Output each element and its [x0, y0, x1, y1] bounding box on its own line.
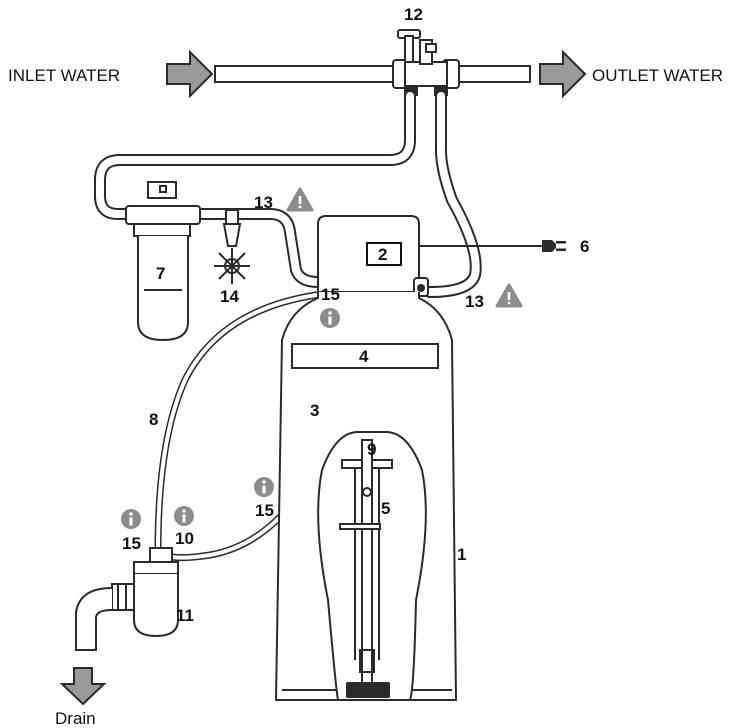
sampling-tap — [214, 209, 250, 284]
callout-2: 2 — [378, 245, 387, 264]
callout-13-upper: 13 — [254, 193, 273, 212]
inlet-arrow-icon — [166, 49, 214, 99]
callout-8: 8 — [149, 410, 158, 429]
callout-1: 1 — [457, 545, 466, 564]
info-icon — [320, 308, 340, 328]
warning-icon — [495, 283, 523, 308]
inlet-hose — [94, 90, 416, 220]
outlet-arrow-icon — [539, 49, 587, 99]
callout-2-box — [366, 242, 402, 266]
warning-icon — [286, 187, 314, 212]
bypass-valve — [392, 29, 460, 96]
drain-trap — [75, 547, 179, 651]
callout-6: 6 — [580, 237, 589, 256]
callout-15-left: 15 — [122, 534, 141, 553]
power-cord — [419, 240, 566, 252]
brine-well — [339, 439, 393, 698]
outlet-label: OUTLET WATER — [592, 66, 723, 85]
callout-15-top: 15 — [321, 285, 340, 304]
callout-11: 11 — [176, 606, 194, 625]
callout-10: 10 — [175, 529, 194, 548]
overflow-hose — [168, 511, 286, 562]
callout-4: 4 — [359, 347, 369, 366]
info-icon — [254, 477, 274, 497]
brine-hose — [154, 291, 320, 554]
callout-12: 12 — [404, 5, 423, 24]
inlet-label: INLET WATER — [8, 66, 120, 85]
outlet-hose — [424, 90, 482, 298]
callout-9: 9 — [367, 440, 376, 459]
filter-to-valve-hose — [192, 208, 324, 288]
info-icon — [121, 509, 141, 529]
callout-3: 3 — [310, 401, 319, 420]
callout-15-right: 15 — [255, 501, 274, 520]
callout-14: 14 — [220, 287, 239, 306]
drain-arrow-icon — [59, 667, 107, 706]
info-icon — [174, 506, 194, 526]
callout-5: 5 — [381, 499, 390, 518]
callout-7: 7 — [156, 264, 165, 283]
pre-filter — [125, 181, 201, 342]
callout-13-lower: 13 — [465, 292, 484, 311]
main-pipe — [214, 65, 531, 83]
drain-label: Drain — [55, 709, 96, 728]
